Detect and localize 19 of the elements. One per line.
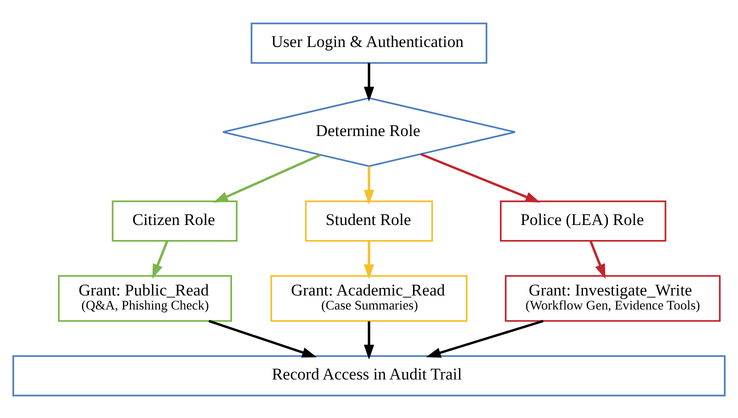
node-box: Grant: Academic_Read (Case Summaries) — [270, 274, 468, 322]
arrow — [213, 153, 321, 202]
node-box: Record Access in Audit Trail — [12, 354, 726, 396]
arrow — [364, 62, 374, 102]
node-box: Police (LEA) Role — [500, 200, 666, 242]
arrow — [208, 319, 317, 357]
node-box: Citizen Role — [112, 200, 238, 242]
node-box: Grant: Investigate_Write (Workflow Gen, Evidence Tools) — [504, 274, 721, 322]
arrow — [152, 240, 168, 278]
arrow — [364, 166, 374, 204]
node-box: Grant: Public_Read (Q&A, Phishing Check) — [58, 274, 232, 322]
arrow — [589, 240, 606, 278]
arrow — [364, 240, 374, 279]
node-box: Student Role — [305, 200, 433, 242]
node-box: User Login & Authentication — [250, 22, 488, 64]
arrow — [420, 152, 540, 202]
arrow — [426, 319, 544, 358]
node-diamond: Determine Role — [222, 96, 516, 166]
arrow — [364, 320, 374, 359]
